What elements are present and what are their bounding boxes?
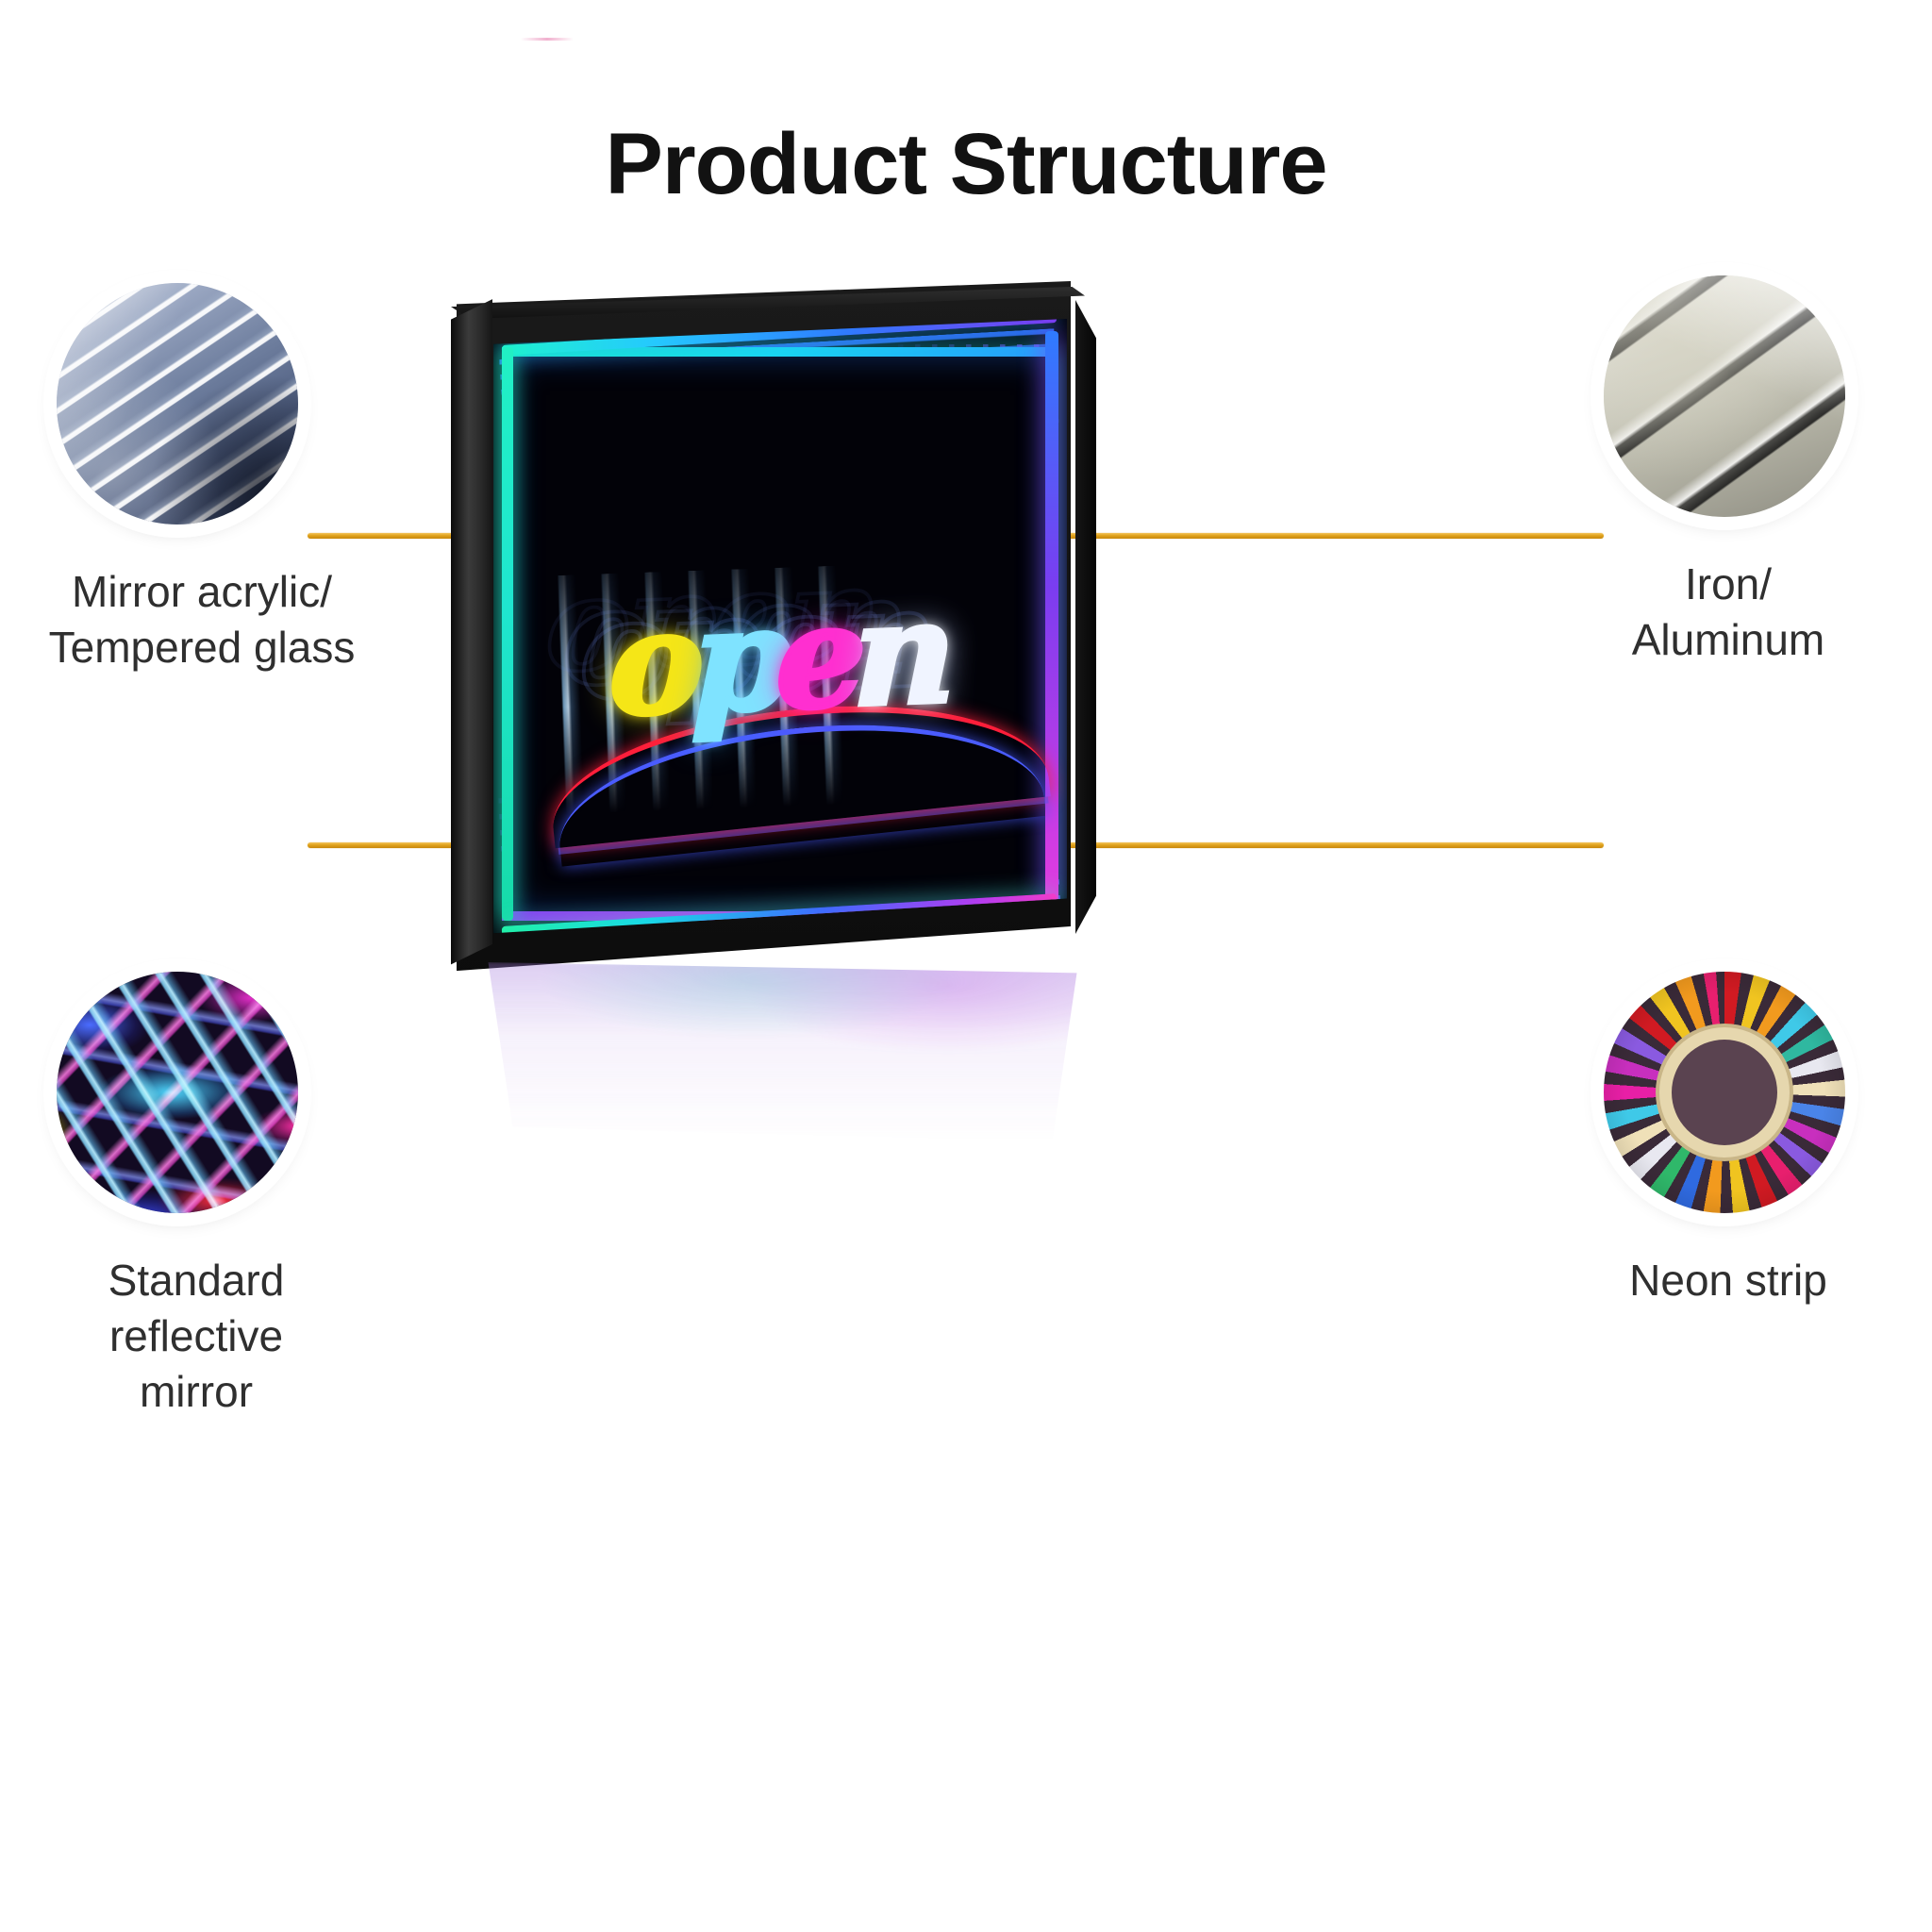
metal-sheets-icon (1604, 275, 1845, 517)
thumbnail-iron-aluminum (1604, 275, 1845, 517)
neon-letter-e: e (773, 571, 864, 745)
callout-neon-strip: Neon strip (1604, 972, 1887, 1308)
thumbnail-mirror-acrylic (57, 283, 298, 525)
top-edge-artifact (521, 38, 574, 41)
connector-line-acrylic (308, 533, 553, 539)
callout-label-mirror-acrylic: Mirror acrylic/ Tempered glass (48, 567, 356, 672)
page-title: Product Structure (605, 116, 1327, 212)
neon-strip-wheel-icon (1604, 972, 1845, 1213)
neon-letter-p: p (690, 574, 790, 748)
callout-label-standard-reflective-mirror: Standard reflective mirror (108, 1256, 285, 1416)
callout-iron-aluminum: Iron/ Aluminum (1604, 275, 1887, 668)
neon-letter-n: n (850, 567, 954, 741)
reflective-mirror-icon (57, 972, 298, 1213)
neon-border-right (1044, 331, 1058, 899)
connector-line-neon (834, 842, 1604, 848)
callout-label-iron-aluminum: Iron/ Aluminum (1631, 559, 1825, 664)
callout-label-neon-strip: Neon strip (1629, 1256, 1827, 1305)
thumbnail-standard-reflective-mirror (57, 972, 298, 1213)
callout-standard-reflective-mirror: Standard reflective mirror (57, 972, 368, 1420)
thumbnail-neon-strip (1604, 972, 1845, 1213)
neon-border-left (502, 347, 514, 921)
sign-frame-right-bevel (1075, 300, 1096, 934)
sign-floor-reflection (488, 962, 1077, 1141)
acrylic-sheets-icon (57, 283, 298, 525)
sign-frame-left-bevel (451, 299, 492, 965)
connector-line-metal (1057, 533, 1604, 539)
callout-mirror-acrylic: Mirror acrylic/ Tempered glass (49, 283, 368, 675)
neon-letter-o: o (607, 576, 702, 751)
